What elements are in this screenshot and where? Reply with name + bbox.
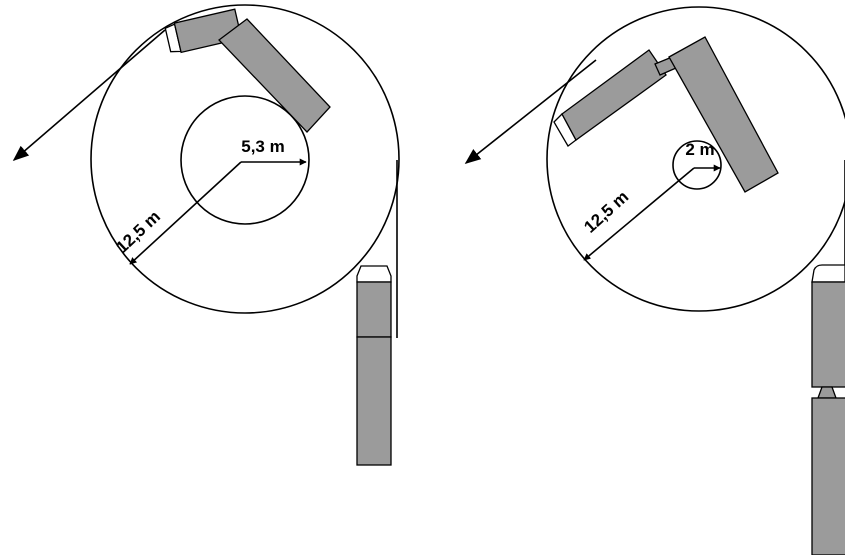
left-outer-radius-arrow <box>129 161 242 265</box>
right-diagram-articulated-truck: 12,5 m 2 m <box>464 6 845 555</box>
truck-cab <box>356 281 392 338</box>
tractor-front-icon <box>811 264 845 283</box>
truck-front-icon <box>356 265 392 283</box>
left-diagram-rigid-truck: 12,5 m 5,3 m <box>12 4 400 466</box>
semi-trailer <box>668 36 779 193</box>
left-truck-straight <box>356 265 392 466</box>
right-exit-arrow <box>464 59 597 164</box>
tractor-cab <box>561 49 667 141</box>
left-exit-arrow <box>12 29 166 162</box>
left-inner-circle <box>180 95 310 225</box>
coupling <box>817 386 837 399</box>
left-outer-radius-label: 12,5 m <box>112 207 164 257</box>
tractor-cab <box>811 281 845 388</box>
right-outer-radius-arrow <box>583 167 695 261</box>
left-outer-circle <box>90 4 400 314</box>
semi-trailer <box>811 397 845 555</box>
left-inner-radius-label: 5,3 m <box>241 137 284 156</box>
truck-body <box>218 18 331 133</box>
truck-body <box>356 336 392 466</box>
right-inner-circle <box>672 140 722 190</box>
right-truck-straight <box>811 264 845 555</box>
right-inner-radius-label: 2 m <box>685 140 714 159</box>
right-outer-circle <box>546 6 845 312</box>
right-outer-radius-label: 12,5 m <box>580 187 632 237</box>
